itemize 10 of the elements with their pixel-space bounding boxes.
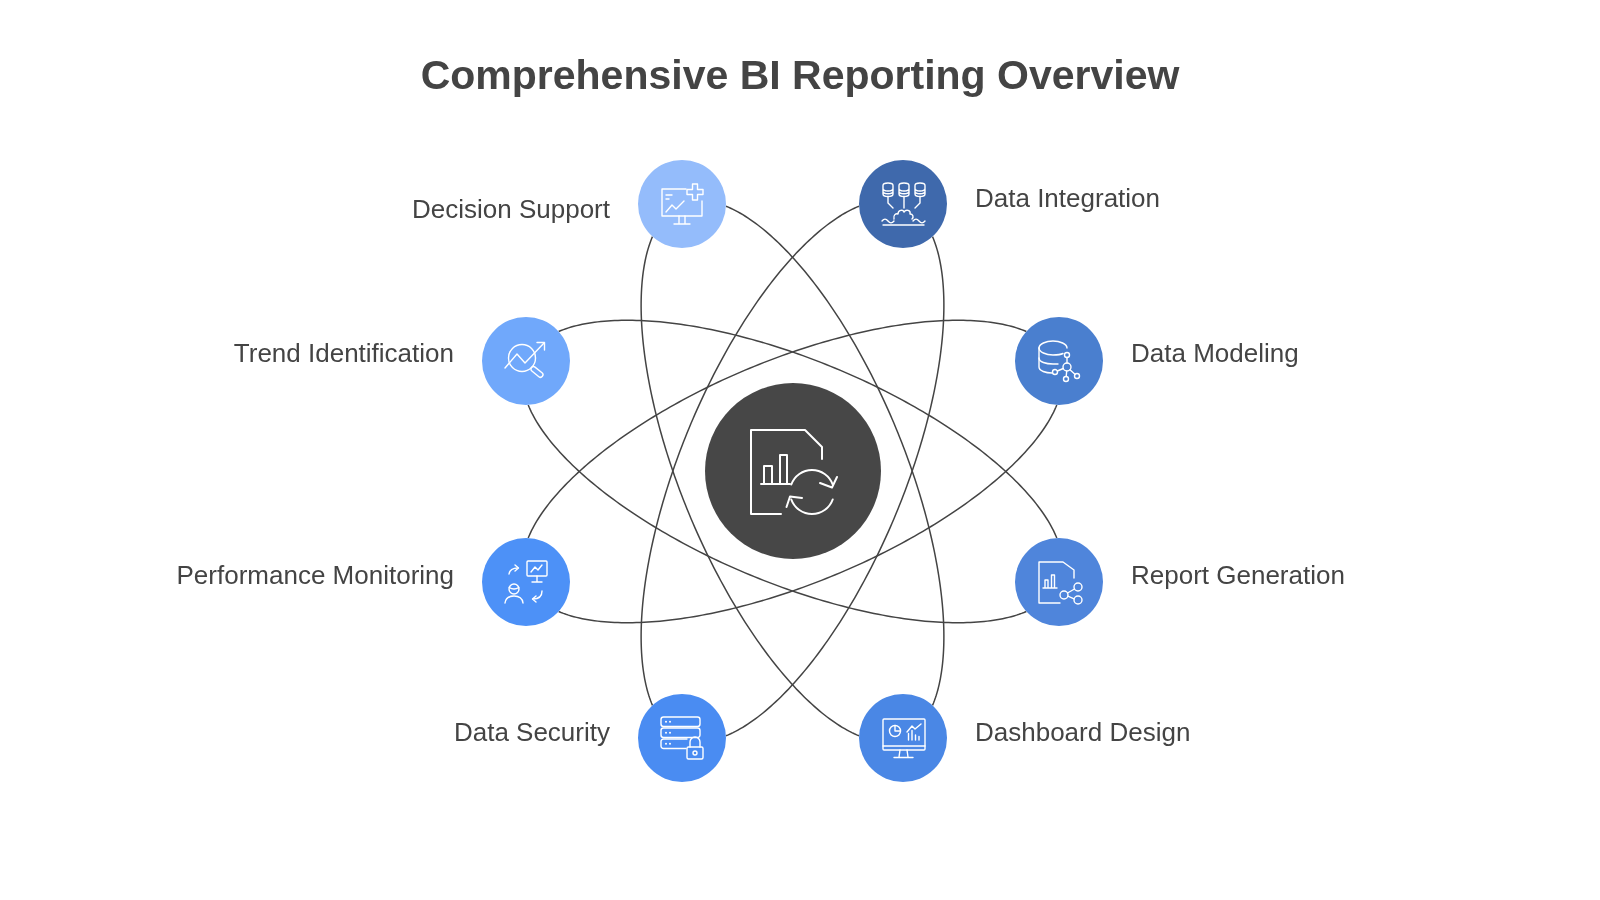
topic-label: Report Generation — [1131, 560, 1345, 592]
topic-label: Performance Monitoring — [176, 560, 454, 592]
topic-label: Decision Support — [412, 194, 610, 226]
hub-circle — [705, 383, 881, 559]
diagram-title: Comprehensive BI Reporting Overview — [420, 51, 1180, 100]
topic-label: Dashboard Design — [975, 717, 1191, 749]
topic-label: Data Integration — [975, 183, 1160, 215]
topic-label: Trend Identification — [233, 338, 454, 370]
topic-label: Data Security — [453, 717, 610, 749]
topic-label: Data Modeling — [1131, 338, 1299, 370]
